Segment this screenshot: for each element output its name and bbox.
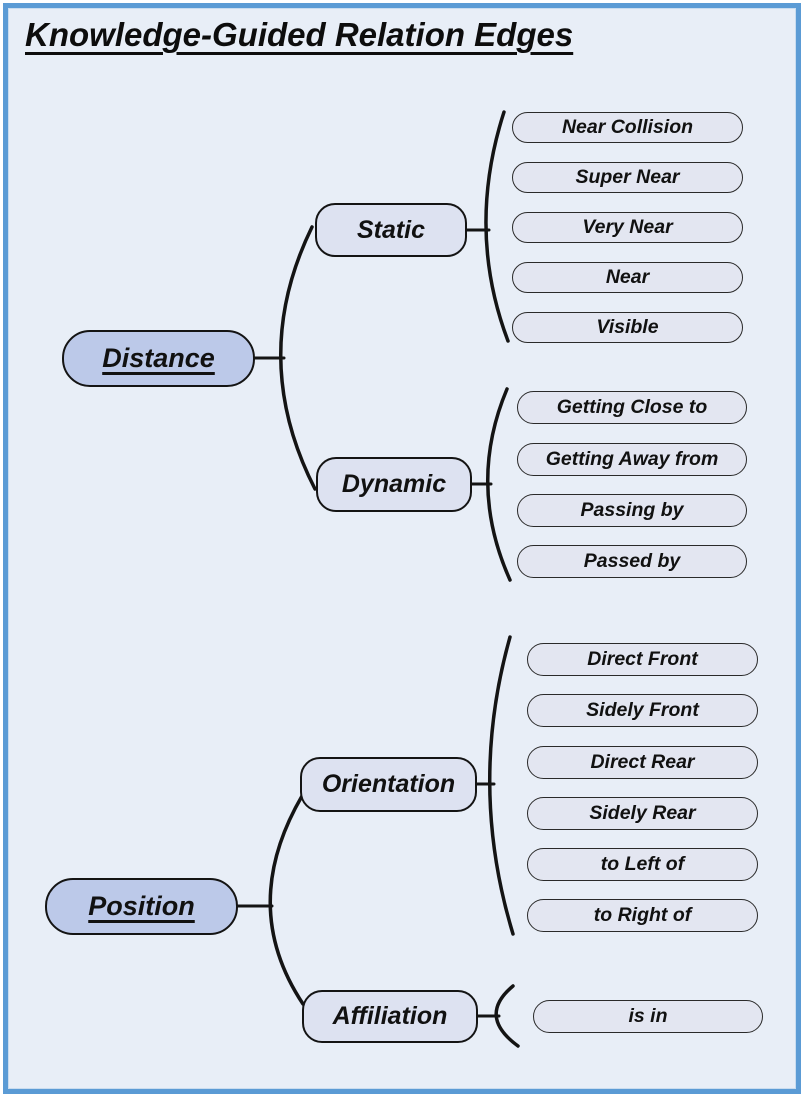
leaf-label: is in bbox=[628, 1005, 668, 1027]
node-near-collision: Near Collision bbox=[512, 112, 743, 143]
leaf-label: Sidely Front bbox=[586, 699, 699, 721]
leaf-label: to Right of bbox=[593, 904, 692, 926]
node-static-label: Static bbox=[356, 215, 426, 244]
node-near: Near bbox=[512, 262, 743, 293]
node-passing-by: Passing by bbox=[517, 494, 747, 527]
node-affiliation-label: Affiliation bbox=[332, 1002, 448, 1030]
leaf-label: Passing by bbox=[580, 499, 684, 521]
node-orientation-label: Orientation bbox=[321, 770, 456, 798]
leaf-label: Very Near bbox=[582, 216, 673, 238]
leaf-label: Near bbox=[605, 266, 650, 288]
diagram-title: Knowledge-Guided Relation Edges bbox=[25, 16, 574, 53]
node-position-label: Position bbox=[88, 891, 195, 921]
node-dynamic: Dynamic bbox=[316, 457, 472, 512]
node-direct-front: Direct Front bbox=[527, 643, 758, 676]
node-sidely-rear: Sidely Rear bbox=[527, 797, 758, 830]
node-dynamic-label: Dynamic bbox=[341, 470, 447, 498]
node-affiliation: Affiliation bbox=[302, 990, 478, 1043]
node-direct-rear: Direct Rear bbox=[527, 746, 758, 779]
leaf-label: Visible bbox=[596, 316, 659, 338]
node-very-near: Very Near bbox=[512, 212, 743, 243]
leaf-label: Passed by bbox=[583, 550, 681, 572]
leaf-label: Direct Front bbox=[587, 648, 698, 670]
leaf-label: Direct Rear bbox=[590, 751, 695, 773]
leaf-label: to Left of bbox=[600, 853, 685, 875]
leaf-label: Getting Close to bbox=[556, 396, 708, 418]
node-distance-label: Distance bbox=[102, 343, 215, 373]
node-to-right-of: to Right of bbox=[527, 899, 758, 932]
node-is-in: is in bbox=[533, 1000, 763, 1033]
node-to-left-of: to Left of bbox=[527, 848, 758, 881]
node-getting-away-from: Getting Away from bbox=[517, 443, 747, 476]
leaf-label: Getting Away from bbox=[545, 448, 719, 470]
node-passed-by: Passed by bbox=[517, 545, 747, 578]
node-visible: Visible bbox=[512, 312, 743, 343]
node-position: Position bbox=[45, 878, 238, 935]
node-getting-close-to: Getting Close to bbox=[517, 391, 747, 424]
leaf-label: Sidely Rear bbox=[589, 802, 696, 824]
node-distance: Distance bbox=[62, 330, 255, 387]
node-orientation: Orientation bbox=[300, 757, 477, 812]
leaf-label: Super Near bbox=[575, 166, 680, 188]
leaf-label: Near Collision bbox=[561, 116, 694, 138]
node-sidely-front: Sidely Front bbox=[527, 694, 758, 727]
node-static: Static bbox=[315, 203, 467, 257]
node-super-near: Super Near bbox=[512, 162, 743, 193]
